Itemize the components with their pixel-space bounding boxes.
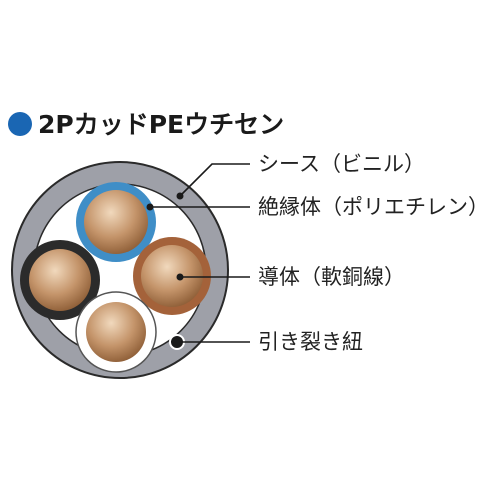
title-row: 2PカッドPEウチセン (8, 110, 284, 139)
conductor-brown-core (141, 245, 203, 307)
core-brown (133, 237, 211, 315)
core-white (75, 291, 157, 373)
cable (11, 161, 229, 379)
label-rip-cord: 引き裂き紐 (258, 330, 363, 354)
conductor-blue-core (84, 190, 148, 254)
callout-labels: シース（ビニル） 絶縁体（ポリエチレン） 導体（軟銅線） 引き裂き紐 (258, 152, 489, 354)
leader-lines (146, 163, 250, 343)
label-sheath: シース（ビニル） (258, 152, 425, 176)
page-title: 2PカッドPEウチセン (38, 110, 284, 139)
conductor-black-core (29, 249, 91, 311)
title-bullet-icon (8, 112, 32, 136)
label-conductor: 導体（軟銅線） (258, 265, 405, 289)
sheath-leader (179, 163, 250, 197)
core-black (20, 240, 100, 320)
label-insulation: 絶縁体（ポリエチレン） (258, 195, 489, 219)
conductor-white-core (86, 302, 146, 362)
core-blue (76, 182, 156, 262)
